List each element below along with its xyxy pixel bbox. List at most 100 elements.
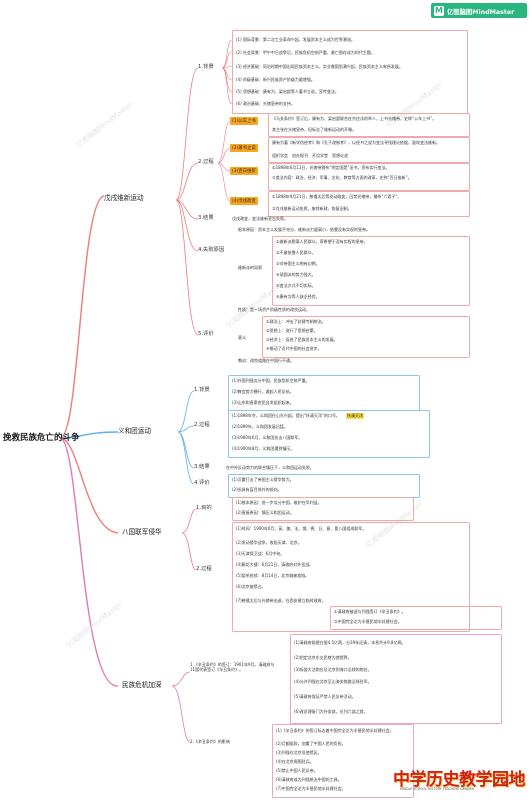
stage-box	[268, 137, 470, 163]
baguo-process-item: (4)廊坊大捷：6月21日，清政府对外宣战。	[236, 562, 314, 567]
stage-item: 组织学会 创办报刊 开设学堂 思想论战	[272, 153, 348, 158]
baguo-purpose-label[interactable]: 1.目的	[196, 505, 212, 511]
baguo-process-label[interactable]: 2.过程	[196, 566, 212, 572]
site-subtitle: MIDDLE SCHOOL HISTORY TEACHING GARDEN	[400, 787, 474, 791]
topic-wuxu[interactable]: 戊戌维新运动	[104, 194, 144, 202]
wuxu-failure-label[interactable]: 4.失败原因	[198, 247, 225, 253]
impact-item: (3)列强在北京设使馆区。	[276, 750, 322, 755]
stage-item: ①1898年9月21日，慈禧太后等发动政变，囚禁光绪帝，捕杀“六君子”。	[272, 194, 402, 199]
impact-item: (1)《辛丑条约》的签订标志着中国完全沦为半殖民地半封建社会。	[276, 728, 394, 733]
logo-text: 亿图脑图MindMaster	[447, 9, 515, 16]
stage-item: ②戊戌维新运动失败，废除新政，恢复旧制。	[272, 206, 352, 211]
yht-bg-item: (1)外国列强瓜分中国，民族危机空前严重。	[232, 378, 310, 383]
treaty-item: (6)改总理衙门为外务部，位列六部之首。	[294, 709, 368, 714]
wuxu-background-label[interactable]: 1.背景	[198, 64, 214, 70]
yht-process-item: (3)1900年6月，义和团抗击八国联军。	[232, 435, 303, 440]
stage-item: 《马关条约》签订后，康有为、梁启超联合在京应试的举人，上书光绪帝，史称“公车上书…	[272, 116, 437, 121]
stage-item: ①1898年6月11日，光绪帝颁布“明定国是”诏书，宣布实行变法。	[272, 165, 390, 170]
baguo-process-item: (5)烧杀抢掠：8月14日，北京城被攻陷。	[236, 573, 310, 578]
baguo-process-box	[232, 522, 470, 632]
root-topic[interactable]: 挽救民族危亡的斗争	[3, 433, 80, 443]
stage-tag[interactable]: (4)戊戌政变	[230, 197, 258, 205]
stage-tag[interactable]: (1)公车上书	[230, 117, 258, 125]
wuxu-bg-item: (4) 阶级基础：新兴民族资产阶级力量增强。	[236, 77, 315, 82]
stage-tag[interactable]: (3)百日维新	[230, 167, 258, 175]
treaty-label[interactable]: 1.《辛丑条约》的签订：1901年9月，清政府与11国代表签订《辛丑条约》。	[190, 662, 275, 673]
failure-item: ⑤变法方式不切实际。	[276, 283, 316, 288]
treaty-item: (1)清政府赔偿白银4.5亿两，分39年还清，本息共计9.8亿两。	[294, 640, 406, 645]
baguo-purpose-box	[232, 497, 414, 521]
impact-item: (2)巨额赔款，加重了中国人民的负担。	[276, 741, 346, 746]
failure-root-cause: 根本原因：资本主义发展不充分，维新派力量弱小，依靠没有实权的皇帝。	[238, 227, 370, 232]
evaluation-lesson: 教训：改良道路在中国行不通。	[238, 358, 294, 363]
stage-item: ②变法内容：政治、经济、军事、文化、教育等方面的改革，史称“百日维新”。	[272, 175, 412, 180]
evaluation-sub-label: 意义	[238, 335, 246, 340]
evaluation-box	[262, 316, 470, 358]
treaty-item: (3)拆毁大沽炮台及北京到海口沿线的炮台。	[294, 667, 372, 672]
stage-box	[268, 113, 470, 137]
yht-process-item: (2)1899年，义和团发展迅猛。	[232, 424, 288, 429]
treaty-item: (2)划定北京东交民巷为使馆界。	[294, 655, 352, 660]
failure-item: ①维新派脱离人民群众，寄希望于没有实权的皇帝。	[276, 239, 368, 244]
topic-yihetuan[interactable]: 义和团运动	[118, 427, 151, 435]
wuxu-bg-item: (5) 思想基础：康有为、梁启超等人著书立说，宣传变法。	[236, 89, 339, 94]
failure-sub-label: 维新派的局限	[238, 265, 262, 270]
baguo-notes-box	[330, 606, 502, 630]
yht-process-box	[228, 410, 430, 458]
yht-result-text: 在中外反动势力的联合镇压下，义和团运动失败。	[226, 465, 314, 470]
wuxu-bg-item: (6) 政治基础：光绪皇帝的支持。	[236, 101, 295, 106]
impact-item: (6)清政府成为列强统治中国的工具。	[276, 777, 342, 782]
topic-minzu[interactable]: 民族危机加深	[122, 681, 162, 689]
failure-item: ⑥康有为等人缺乏经验。	[276, 294, 320, 299]
evaluation-nature: 性质：是一场资产阶级性质的改良运动。	[238, 307, 310, 312]
stage-box	[268, 191, 470, 217]
baguo-purpose-item: (1)根本原因：进一步瓜分中国，维护在华利益。	[236, 500, 322, 505]
impact-item: (5)禁止中国人民反帝。	[276, 768, 318, 773]
site-title-logo: 中学历史教学园地	[393, 770, 526, 790]
wuxu-bg-item: (1) 国际背景：第二次工业革命兴起，发展资本主义成为世界潮流。	[236, 37, 355, 42]
treaty-box	[290, 634, 502, 724]
baguo-process-item: (2)发动侵华战争，攻陷天津、北京。	[236, 540, 302, 545]
baguo-note: ②中国完全沦为半殖民地半封建社会。	[334, 619, 402, 624]
evaluation-item: ③经济上：促进了民族资本主义的发展。	[266, 337, 338, 342]
wuxu-bg-item: (3) 经济基础：同治时期中国出现民族资本主义，实业救国思潮兴起，民族资本主义有…	[236, 64, 403, 69]
evaluation-item: ②思想上：进行了思想启蒙。	[266, 328, 318, 333]
evaluation-item: ①政治上：冲击了封建专制统治。	[266, 319, 326, 324]
yht-process-item: (1)1898年冬，义和团在山东兴起，提出“扶清灭洋”的口号。	[232, 413, 340, 418]
impact-label[interactable]: 2.《辛丑条约》的影响	[190, 739, 230, 744]
baguo-process-item: (3)天津保卫战：6月中旬。	[236, 551, 285, 556]
failure-item: ②不敢依靠人民群众。	[276, 250, 316, 255]
treaty-item: (5)清政府保证严禁人民反帝活动。	[294, 694, 356, 699]
stage-box	[268, 163, 470, 191]
topic-baguo[interactable]: 八国联军侵华	[122, 528, 162, 536]
wuxu-evaluation-label[interactable]: 5.评价	[198, 331, 214, 337]
evaluation-item: ④推动了近代中国的社会进步。	[266, 346, 322, 351]
baguo-note: ①清政府被迫与列强签订《辛丑条约》。	[334, 609, 406, 614]
stage-tag[interactable]: (2)著书立说	[230, 144, 258, 152]
baguo-process-item: (1)时间：1900年6月，英、美、法、俄、德、日、意、奥八国组成联军。	[236, 526, 367, 531]
yht-result-label[interactable]: 3.结果	[194, 464, 210, 470]
wuxu-result-label[interactable]: 3.结果	[198, 215, 214, 221]
failure-box	[272, 236, 470, 306]
failure-item: ④顽固派的势力强大。	[276, 272, 316, 277]
yht-background-label[interactable]: 1.背景	[194, 387, 210, 393]
yht-eval-item: (1)沉重打击了帝国主义侵华势力。	[232, 477, 294, 482]
mindmaster-logo: M 亿图脑图MindMaster	[431, 3, 527, 18]
stage-item: 其主张在光绪皇帝，但标志了维新运动的开端。	[272, 127, 356, 132]
wuxu-result-text: 戊戌政变，变法维新宣告失败。	[232, 216, 288, 221]
yht-process-label[interactable]: 2.过程	[194, 422, 210, 428]
wuxu-bg-item: (2) 社会背景：甲午中日战争后，民族危机空前严重，救亡图存成为时代主题。	[236, 50, 375, 55]
baguo-process-item: (7)慈禧太后与光绪帝出逃，在西安建立临时政府。	[236, 598, 326, 603]
treaty-item: (4)允许列强在北京至山海关铁路沿线驻军。	[294, 679, 372, 684]
slogan-highlight: 扶清灭洋	[346, 413, 364, 419]
impact-item: (4)在北京周围驻兵。	[276, 759, 314, 764]
impact-box	[272, 724, 414, 798]
stage-item: 康有为著《新学伪经考》和《孔子改制考》，以经书之说为变法寻找理论依据，鼓吹变法维…	[272, 140, 440, 145]
wuxu-process-label[interactable]: 2.过程	[198, 159, 214, 165]
yht-evaluation-label[interactable]: 4.评价	[194, 480, 210, 486]
yht-eval-item: (2)但具有盲目排外的倾向。	[232, 487, 282, 492]
baguo-purpose-item: (2)直接原因：镇压义和团运动。	[236, 510, 294, 515]
yht-bg-item: (2)教会势力横行，激起人民反抗。	[232, 389, 294, 394]
